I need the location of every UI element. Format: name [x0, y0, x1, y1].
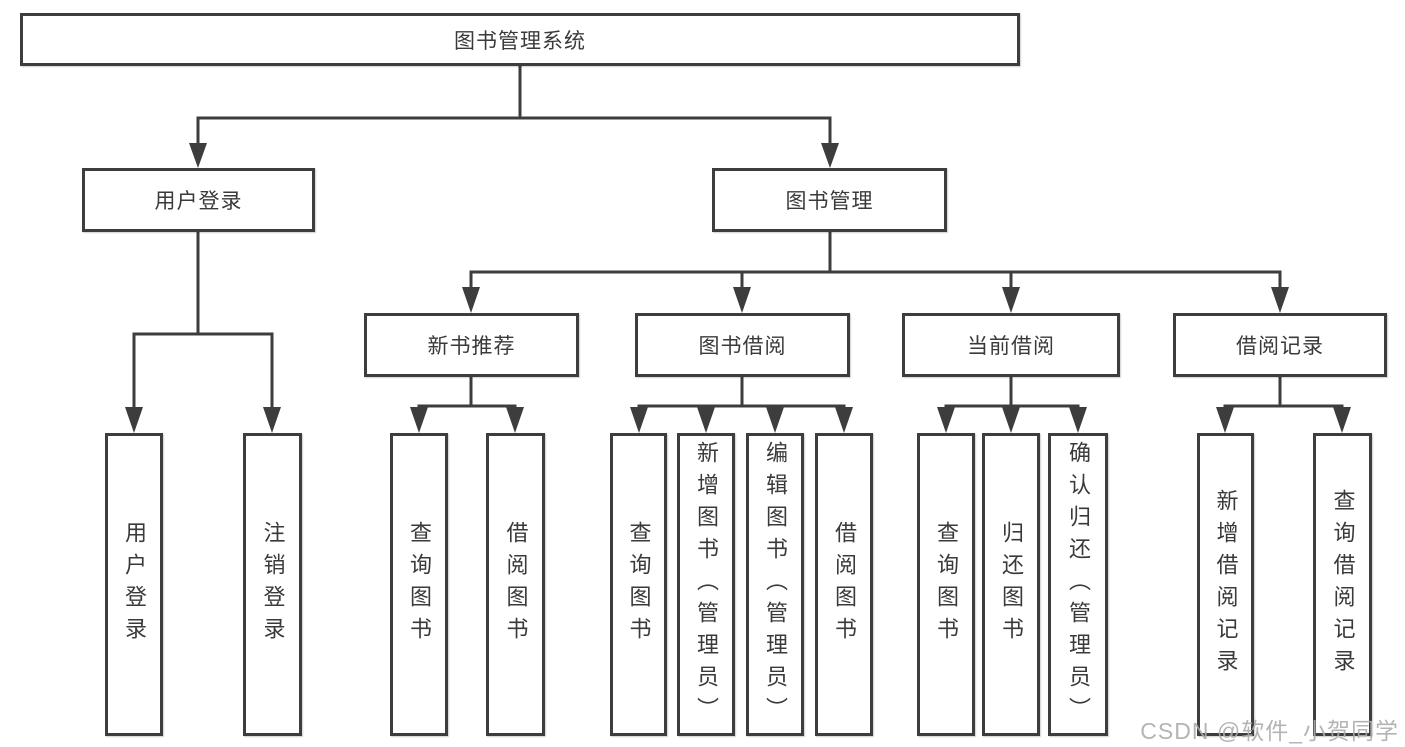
- node-label: 借阅图书: [503, 520, 529, 649]
- arrowhead-icon: [506, 407, 524, 433]
- node-current-borrowing: 当前借阅: [902, 313, 1120, 377]
- leaf-logout: 注销登录: [243, 433, 302, 736]
- node-label: 新增借阅记录: [1213, 488, 1239, 681]
- node-label: 确认归还（管理员）: [1066, 440, 1091, 729]
- arrowhead-icon: [410, 407, 428, 433]
- arrowhead-icon: [937, 407, 955, 433]
- connector-book-borrowing: [630, 377, 853, 433]
- arrowhead-icon: [1271, 287, 1289, 313]
- node-label: 新增图书（管理员）: [694, 440, 719, 729]
- node-label: 归还图书: [999, 520, 1024, 649]
- connector-current-borrowing: [937, 377, 1087, 433]
- node-label: 图书管理: [785, 190, 874, 213]
- node-label: 查询图书: [626, 520, 652, 649]
- leaf-query-books-current: 查询图书: [917, 433, 975, 736]
- node-library-system: 图书管理系统: [20, 13, 1020, 66]
- arrowhead-icon: [1333, 407, 1351, 433]
- leaf-edit-book-admin: 编辑图书（管理员）: [746, 433, 804, 736]
- leaf-confirm-return-admin: 确认归还（管理员）: [1048, 433, 1108, 736]
- arrowhead-icon: [821, 143, 839, 168]
- node-book-management: 图书管理: [712, 168, 947, 232]
- node-label: 用户登录: [122, 520, 147, 649]
- node-label: 用户登录: [154, 190, 243, 213]
- connector-user-login: [125, 232, 281, 433]
- leaf-add-borrow-record: 新增借阅记录: [1197, 433, 1254, 736]
- leaf-borrow-book-recommend: 借阅图书: [486, 433, 545, 736]
- leaf-return-book: 归还图书: [982, 433, 1040, 736]
- arrowhead-icon: [1002, 407, 1020, 433]
- node-new-book-recommendation: 新书推荐: [364, 313, 579, 377]
- arrowhead-icon: [835, 407, 853, 433]
- arrowhead-icon: [1069, 407, 1087, 433]
- node-label: 借阅图书: [832, 520, 857, 649]
- csdn-watermark: CSDN @软件_小贺同学: [1140, 718, 1399, 744]
- node-label: 注销登录: [260, 520, 286, 649]
- arrowhead-icon: [766, 407, 784, 433]
- node-label: 图书管理系统: [454, 29, 586, 53]
- node-user-login: 用户登录: [82, 168, 315, 232]
- node-label: 当前借阅: [967, 335, 1055, 358]
- node-label: 新书推荐: [427, 335, 516, 358]
- connector-new-book-recommendation: [410, 377, 524, 433]
- node-label: 图书借阅: [698, 335, 787, 358]
- connector-book-management: [462, 232, 1289, 313]
- node-label: 借阅记录: [1236, 335, 1324, 358]
- leaf-borrow-book: 借阅图书: [815, 433, 873, 736]
- arrowhead-icon: [125, 407, 143, 433]
- arrowhead-icon: [1216, 407, 1234, 433]
- leaf-query-borrow-record: 查询借阅记录: [1313, 433, 1372, 736]
- leaf-user-login: 用户登录: [105, 433, 163, 736]
- arrowhead-icon: [263, 407, 281, 433]
- connector-borrowing-records: [1216, 377, 1351, 433]
- arrowhead-icon: [697, 407, 715, 433]
- leaf-query-books-recommend: 查询图书: [390, 433, 448, 736]
- arrowhead-icon: [189, 143, 207, 168]
- node-borrowing-records: 借阅记录: [1173, 313, 1387, 377]
- node-label: 查询借阅记录: [1330, 488, 1356, 681]
- node-label: 查询图书: [934, 520, 959, 649]
- arrowhead-icon: [462, 287, 480, 313]
- node-label: 查询图书: [407, 520, 432, 649]
- arrowhead-icon: [733, 287, 751, 313]
- arrowhead-icon: [630, 407, 648, 433]
- node-label: 编辑图书（管理员）: [763, 440, 788, 729]
- node-book-borrowing: 图书借阅: [635, 313, 850, 377]
- leaf-query-books-borrow: 查询图书: [610, 433, 667, 736]
- connector-root: [189, 66, 839, 168]
- arrowhead-icon: [1002, 287, 1020, 313]
- leaf-add-book-admin: 新增图书（管理员）: [677, 433, 735, 736]
